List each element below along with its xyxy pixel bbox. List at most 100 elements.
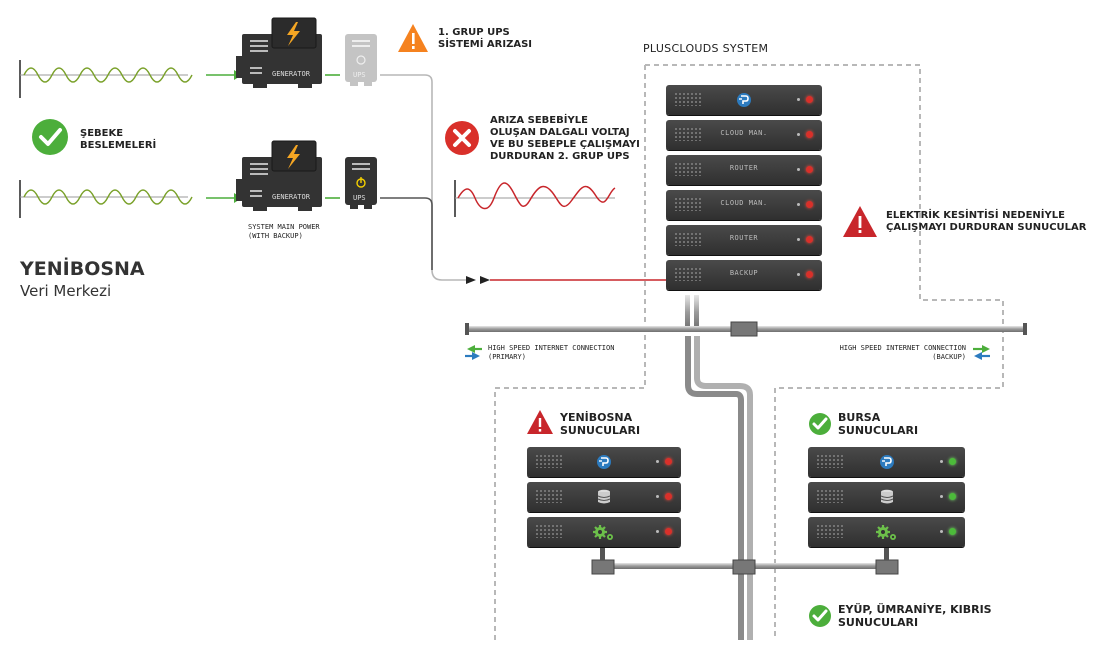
ups2-fault-line3: VE BU SEBEPLE ÇALIŞMAYI [490,139,640,150]
generator-bottom [236,140,322,211]
bursa-line2: SUNUCULARI [838,424,919,437]
server-label: CLOUD MAN. [720,129,768,137]
backup-connection-line2: (BACKUP) [932,353,966,361]
system-title: PLUSCLOUDS SYSTEM [643,42,769,55]
plusclouds-logo-icon [737,93,751,107]
lower-backbone [591,548,899,575]
status-led [806,96,813,103]
check-icon-others [809,605,831,627]
others-line1: EYÜP, ÜMRANİYE, KIBRIS [838,603,992,616]
servers-down-line2: ÇALIŞMAYI DURDURAN SUNUCULAR [886,222,1087,233]
warning-icon-yenibosna [527,410,553,434]
ups1-fault-line2: SİSTEMİ ARIZASI [438,39,533,50]
warning-icon-ups1 [398,24,428,52]
generator-top-label: GENERATOR [272,70,310,78]
others-line2: SUNUCULARI [838,616,919,629]
status-led [806,201,813,208]
downlink-pipe-2 [694,336,753,640]
primary-connection-line1: HIGH SPEED INTERNET CONNECTION [488,344,615,352]
plusclouds-system-boundary [645,64,1004,640]
mains-status-line2: BESLEMELERİ [80,140,157,151]
ups2-fault-line2: OLUŞAN DALGALI VOLTAJ [490,127,630,138]
status-led [806,131,813,138]
network-backbone [465,321,1027,337]
downlink-pipe-1 [685,336,744,640]
plusclouds-logo-icon [879,455,894,469]
status-led [665,528,672,535]
primary-connection-label: HIGH SPEED INTERNET CONNECTION (PRIMARY) [488,344,614,362]
server-label: CLOUD MAN. [720,199,768,207]
check-icon-bursa [809,413,831,435]
rack-uplink-pipe-2 [694,295,699,330]
lightning-icon [287,22,300,46]
site-subtitle: Veri Merkezi [20,282,112,300]
system-main-power-line2: (WITH BACKUP) [248,232,303,240]
status-led [806,166,813,173]
status-led [665,458,672,465]
database-icon [597,489,611,504]
bursa-line1: BURSA [838,411,881,424]
mains-wave-top [19,60,193,98]
ups-top-output-line [380,74,470,281]
system-main-power-label: SYSTEM MAIN POWER (WITH BACKUP) [248,223,320,241]
bursa-servers-label: BURSA SUNUCULARI [838,411,918,437]
backup-connection-arrows [973,345,990,360]
rack-server-router-2: ROUTER [666,225,822,255]
server-grill [674,92,702,106]
ups2-fault-label: ARIZA SEBEBİYLE OLUŞAN DALGALI VOLTAJ VE… [490,115,640,163]
server-label: ROUTER [729,164,759,172]
backup-connection-line1: HIGH SPEED INTERNET CONNECTION [839,344,966,352]
yenibosna-servers-label: YENİBOSNA SUNUCULARI [560,411,640,437]
warning-icon-servers [843,206,877,237]
ups-bottom [345,157,377,209]
ups1-fault-label: 1. GRUP UPS SİSTEMİ ARIZASI [438,27,532,51]
check-icon-mains [32,119,68,155]
ups-bottom-label: UPS [353,194,366,202]
bursa-server-services [808,517,965,547]
system-main-power-line1: SYSTEM MAIN POWER [248,223,320,231]
primary-connection-line2: (PRIMARY) [488,353,526,361]
fault-voltage-wave [454,180,616,217]
server-label: ROUTER [729,234,759,242]
lightning-icon [287,145,300,169]
status-led [949,458,956,465]
backup-connection-label: HIGH SPEED INTERNET CONNECTION (BACKUP) [826,344,966,362]
rack-server-cloud-man-1: CLOUD MAN. [666,120,822,150]
yenibosna-line2: SUNUCULARI [560,424,641,437]
status-led [665,493,672,500]
plusclouds-logo-icon [597,455,611,469]
ups2-fault-line4: DURDURAN 2. GRUP UPS [490,151,630,162]
gears-icon [593,525,613,540]
yenibosna-boundary [494,65,646,640]
generator-bottom-label: GENERATOR [272,193,310,201]
status-led [949,528,956,535]
rack-server-backup: BACKUP [666,260,822,290]
status-led [806,271,813,278]
power-icon [356,55,366,65]
gears-icon [875,525,896,540]
mains-wave-bottom [19,180,193,218]
yenibosna-server-database [527,482,681,512]
site-title: YENİBOSNA [20,258,145,280]
ups-top [345,34,377,86]
servers-down-label: ELEKTRİK KESİNTİSİ NEDENİYLE ÇALIŞMAYI D… [886,210,1086,234]
bursa-server-database [808,482,965,512]
error-icon [445,121,479,155]
primary-connection-arrows [465,345,482,360]
servers-down-line1: ELEKTRİK KESİNTİSİ NEDENİYLE [886,210,1065,221]
other-sites-servers-label: EYÜP, ÜMRANİYE, KIBRIS SUNUCULARI [838,603,992,629]
mains-status-label: ŞEBEKE BESLEMELERİ [80,128,156,152]
rack-server-router-1: ROUTER [666,155,822,185]
mains-status-line1: ŞEBEKE [80,128,124,139]
server-label: BACKUP [729,269,759,277]
rack-server-cloud-man-2: CLOUD MAN. [666,190,822,220]
rack-server-plusclouds [666,85,822,115]
status-led [806,236,813,243]
ups2-fault-line1: ARIZA SEBEBİYLE [490,115,588,126]
yenibosna-server-plusclouds [527,447,681,477]
bursa-server-plusclouds [808,447,965,477]
ups-top-label: UPS [353,71,366,79]
yenibosna-line1: YENİBOSNA [560,411,633,424]
ups1-fault-line1: 1. GRUP UPS [438,27,510,38]
